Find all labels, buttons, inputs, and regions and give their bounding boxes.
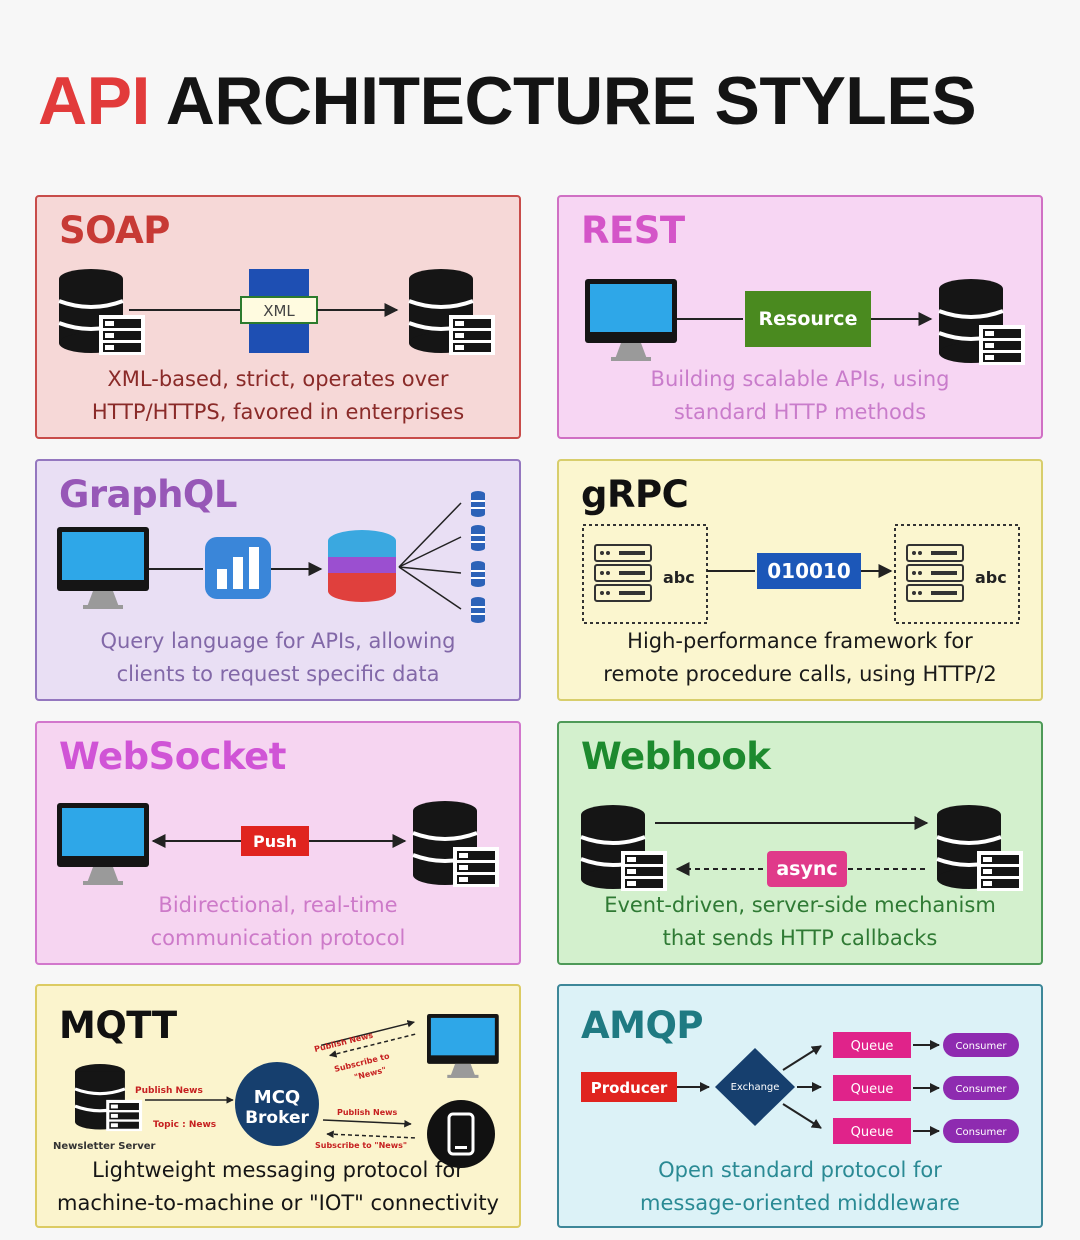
webhook-source-database-icon (579, 803, 669, 893)
soap-server-database-icon (407, 267, 497, 357)
amqp-desc-line2: message-oriented middleware (640, 1191, 960, 1215)
graphql-client-db-icon-2 (470, 524, 486, 552)
card-amqp: AMQP Producer Exchange Queue Queue Queue… (557, 984, 1043, 1228)
broker-line2: Broker (245, 1108, 309, 1128)
websocket-title: WebSocket (59, 735, 286, 778)
newsletter-server-label: Newsletter Server (53, 1141, 156, 1152)
webhook-async-box (767, 851, 847, 887)
amqp-consumer-3 (943, 1119, 1019, 1143)
mqtt-broker-icon (235, 1062, 319, 1146)
rest-server-database-icon (937, 277, 1027, 367)
card-mqtt: MQTT Newsletter Server Publish News Topi… (35, 984, 521, 1228)
graphql-desc-line2: clients to request specific data (116, 662, 440, 686)
xml-label: XML (263, 302, 295, 320)
grpc-client-server-icon (594, 544, 652, 602)
soap-title: SOAP (59, 209, 170, 252)
card-grpc: gRPC abc 010010 abc High-performance fra… (557, 459, 1043, 701)
card-rest: REST Resource Building scalable APIs, us… (557, 195, 1043, 439)
graphql-title: GraphQL (59, 473, 237, 516)
graphql-client-monitor-icon (57, 527, 149, 609)
card-websocket: WebSocket Push Bidirectional, real-time … (35, 721, 521, 965)
amqp-consumer-2 (943, 1076, 1019, 1100)
rest-desc-line1: Building scalable APIs, using (650, 367, 950, 391)
amqp-producer-box (581, 1072, 677, 1102)
grpc-server-box (894, 524, 1020, 624)
amqp-queue-1 (833, 1032, 911, 1058)
topic-news-label: Topic : News (153, 1120, 216, 1130)
graphql-client-db-icon-4 (470, 596, 486, 624)
amqp-queue-2 (833, 1075, 911, 1101)
webhook-desc-line1: Event-driven, server-side mechanism (604, 893, 996, 917)
mqtt-desc-line1: Lightweight messaging protocol for (92, 1158, 464, 1182)
queue-3-label: Queue (851, 1125, 894, 1140)
consumer-1-label: Consumer (956, 1041, 1008, 1052)
websocket-server-database-icon (411, 799, 501, 889)
amqp-title: AMQP (581, 1004, 704, 1047)
producer-label: Producer (591, 1079, 668, 1097)
rest-desc-line2: standard HTTP methods (673, 400, 927, 424)
grpc-desc-line1: High-performance framework for (627, 629, 973, 653)
exchange-label: Exchange (731, 1082, 780, 1093)
page-title: API ARCHITECTURE STYLES (38, 63, 977, 139)
card-webhook: Webhook async Event-driven, server-side … (557, 721, 1043, 965)
grpc-binary-label: 010010 (767, 559, 851, 583)
soap-desc-line2: HTTP/HTTPS, favored in enterprises (91, 400, 465, 424)
mqtt-desc-line2: machine-to-machine or "IOT" connectivity (57, 1191, 499, 1215)
webhook-title: Webhook (581, 735, 771, 778)
websocket-desc-line1: Bidirectional, real-time (158, 893, 398, 917)
async-label: async (776, 858, 837, 880)
amqp-exchange-icon (715, 1048, 795, 1126)
card-soap: SOAP XML XML-based, strict, operates ove… (35, 195, 521, 439)
grpc-binary-box (757, 553, 861, 589)
rest-client-monitor-icon (585, 279, 677, 361)
amqp-desc-line1: Open standard protocol for (658, 1158, 942, 1182)
graphql-client-db-icon-3 (470, 560, 486, 588)
consumer-3-label: Consumer (956, 1127, 1008, 1138)
queue-1-label: Queue (851, 1039, 894, 1054)
websocket-desc-line2: communication protocol (150, 926, 406, 950)
websocket-push-box (241, 826, 309, 856)
publish-news-bottom-label: Publish News (337, 1108, 398, 1117)
grpc-remote-server-icon (906, 544, 964, 602)
grpc-client-box (582, 524, 708, 624)
push-label: Push (253, 832, 297, 851)
webhook-target-database-icon (935, 803, 1025, 893)
amqp-queue-3 (833, 1118, 911, 1144)
soap-client-database-icon (57, 267, 147, 357)
rest-resource-box (745, 291, 871, 347)
publish-news-label: Publish News (135, 1086, 203, 1096)
mqtt-title: MQTT (59, 1004, 177, 1047)
grpc-title: gRPC (581, 473, 689, 516)
broker-line1: MCQ (254, 1087, 300, 1108)
graphql-desc-line1: Query language for APIs, allowing (100, 629, 456, 653)
webhook-desc-line2: that sends HTTP callbacks (662, 926, 938, 950)
graphql-client-db-icon-1 (470, 490, 486, 518)
grpc-right-label: abc (975, 568, 1007, 587)
amqp-consumer-1 (943, 1033, 1019, 1057)
soap-desc-line1: XML-based, strict, operates over (107, 367, 449, 391)
grpc-left-label: abc (663, 568, 695, 587)
publish-news-top-label: Publish News (313, 1031, 374, 1054)
subscribe-bottom-label: Subscribe to "News" (315, 1141, 407, 1150)
mqtt-mobile-icon (427, 1100, 495, 1168)
grpc-desc-line2: remote procedure calls, using HTTP/2 (603, 662, 997, 686)
queue-2-label: Queue (851, 1082, 894, 1097)
rest-title: REST (581, 209, 685, 252)
resource-label: Resource (759, 308, 858, 330)
websocket-client-monitor-icon (57, 803, 149, 885)
mqtt-newsletter-server-icon (73, 1062, 144, 1133)
consumer-2-label: Consumer (956, 1084, 1008, 1095)
mqtt-subscriber-monitor-icon (427, 1014, 499, 1078)
card-graphql: GraphQL Query language for APIs, allowin… (35, 459, 521, 701)
